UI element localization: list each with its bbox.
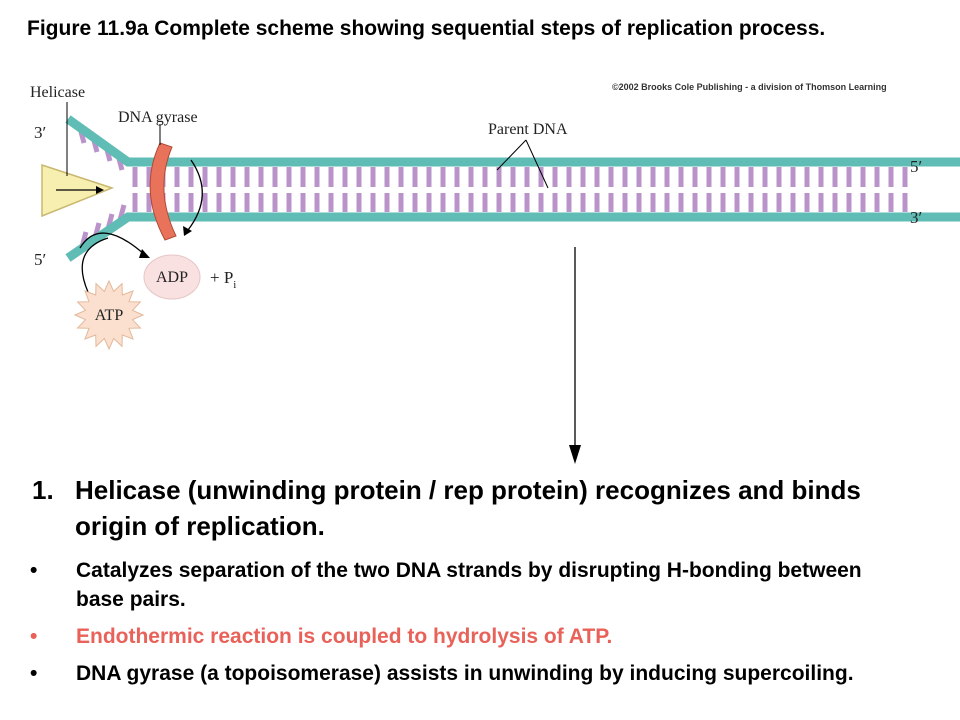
helicase-icon	[41, 163, 115, 218]
figure-title: Figure 11.9a Complete scheme showing seq…	[27, 17, 826, 40]
bullet-marker: •	[30, 625, 38, 648]
bullet-list: • Catalyzes separation of the two DNA str…	[30, 556, 910, 696]
bottom-left-end-label: 5′	[34, 250, 46, 269]
bullet-item: • DNA gyrase (a topoisomerase) assists in…	[30, 659, 910, 688]
bullet-text: Catalyzes separation of the two DNA stra…	[76, 559, 862, 611]
dna-replication-diagram: ATP ADP + Pi Helicase DNA gyrase Parent …	[30, 84, 960, 464]
atp-label: ATP	[95, 307, 124, 324]
helicase-label: Helicase	[30, 84, 85, 101]
bullet-text: DNA gyrase (a topoisomerase) assists in …	[76, 662, 854, 685]
atp-icon: ATP	[73, 279, 145, 351]
top-strand	[65, 115, 960, 167]
parent-dna-label: Parent DNA	[488, 121, 568, 138]
gyrase-arrow	[187, 159, 203, 231]
adp-label: ADP	[156, 269, 188, 286]
copyright-credit: ©2002 Brooks Cole Publishing - a divisio…	[612, 82, 887, 92]
bullet-text: Endothermic reaction is coupled to hydro…	[76, 625, 613, 648]
main-point-text: Helicase (unwinding protein / rep protei…	[75, 475, 861, 541]
dna-gyrase-icon	[149, 142, 177, 241]
atp-arrow	[81, 237, 109, 293]
bottom-strand	[65, 212, 960, 262]
top-left-end-label: 3′	[34, 123, 46, 142]
bullet-marker: •	[30, 559, 38, 582]
adp-icon: ADP	[143, 254, 201, 300]
helicase-to-adp-arrow	[79, 232, 146, 256]
base-pairs	[77, 127, 908, 248]
main-point-number: 1.	[32, 475, 54, 505]
top-right-end-label: 5′	[910, 157, 922, 176]
phosphate-label: + Pi	[210, 268, 236, 291]
bullet-item: • Catalyzes separation of the two DNA str…	[30, 556, 910, 614]
bottom-right-end-label: 3′	[910, 208, 922, 227]
bullet-marker: •	[30, 662, 38, 685]
bullet-item: • Endothermic reaction is coupled to hydr…	[30, 622, 910, 651]
dna-gyrase-label: DNA gyrase	[118, 109, 198, 126]
